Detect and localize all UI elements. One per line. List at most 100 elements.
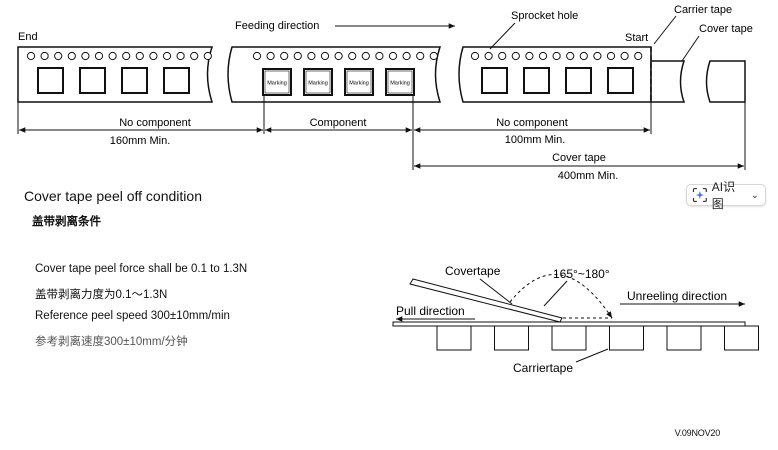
sprocket-hole bbox=[402, 51, 411, 61]
marking-text: Marking bbox=[390, 81, 410, 87]
sprocket-hole bbox=[593, 51, 602, 61]
ai-button-label: AI识图 bbox=[711, 180, 736, 211]
tape-segment-end bbox=[17, 46, 214, 103]
dimension-arrows bbox=[19, 127, 744, 169]
dimension-extension-lines bbox=[17, 95, 746, 170]
carrier-pocket bbox=[436, 325, 472, 351]
sprocket-hole bbox=[81, 51, 90, 61]
marking-text: Marking bbox=[308, 81, 328, 87]
sprocket-hole bbox=[552, 51, 561, 61]
sprocket-hole bbox=[149, 51, 158, 61]
sprocket-hole bbox=[470, 51, 480, 61]
no-component-right-label: No component bbox=[496, 117, 568, 129]
sprocket-hole bbox=[280, 51, 289, 61]
no-component-left-label: No component bbox=[119, 117, 191, 129]
sprocket-hole bbox=[26, 51, 36, 61]
cover-tape-only bbox=[650, 47, 746, 103]
sprocket-hole bbox=[566, 51, 575, 61]
marked-component: Marking bbox=[344, 68, 374, 96]
carriertape-leader bbox=[575, 348, 609, 363]
pull-direction-label: Pull direction bbox=[396, 304, 465, 318]
peeled-cover-tape bbox=[409, 278, 563, 323]
peel-angle-arc bbox=[509, 274, 613, 319]
sprocket-holes-component bbox=[252, 51, 438, 61]
empty-pocket bbox=[523, 67, 550, 94]
sprocket-holes-start bbox=[470, 51, 643, 61]
peel-angle-leader bbox=[543, 280, 568, 307]
sprocket-hole bbox=[538, 51, 548, 61]
peel-condition-title: Cover tape peel off condition bbox=[24, 188, 202, 204]
sprocket-hole bbox=[579, 51, 588, 61]
dim-100-label: 100mm Min. bbox=[505, 134, 566, 146]
dim-160-label: 160mm Min. bbox=[110, 135, 171, 147]
peel-speed-en: Reference peel speed 300±10mm/min bbox=[35, 310, 230, 322]
sprocket-hole bbox=[429, 51, 438, 61]
covertape-label: Covertape bbox=[445, 264, 501, 278]
empty-pocket bbox=[565, 67, 592, 94]
peel-angle-label: 165°~180° bbox=[553, 267, 610, 281]
sprocket-hole bbox=[122, 51, 131, 61]
cover-tape-dim-label: Cover tape bbox=[552, 152, 606, 164]
sprocket-hole bbox=[320, 51, 330, 61]
carrier-pocket bbox=[609, 325, 644, 351]
carrier-pocket bbox=[724, 325, 759, 351]
sprocket-hole bbox=[135, 51, 144, 61]
sprocket-hole bbox=[176, 51, 185, 61]
unreeling-direction-label: Unreeling direction bbox=[627, 289, 727, 303]
carrier-pockets bbox=[436, 325, 759, 351]
tape-segment-start bbox=[458, 46, 652, 103]
marked-component: Marking bbox=[303, 68, 333, 96]
sprocket-hole bbox=[252, 51, 262, 61]
sprocket-hole bbox=[388, 51, 398, 61]
sprocket-hole bbox=[54, 51, 63, 61]
carrier-pocket bbox=[551, 325, 587, 351]
marked-component: Marking bbox=[262, 68, 292, 96]
feeding-direction-label: Feeding direction bbox=[235, 20, 319, 32]
empty-pocket bbox=[607, 67, 634, 94]
sprocket-hole bbox=[620, 51, 629, 61]
carriertape-label: Carriertape bbox=[513, 361, 573, 375]
carrier-tape-leader bbox=[653, 15, 677, 45]
sprocket-hole bbox=[108, 51, 117, 61]
sprocket-hole bbox=[190, 51, 199, 61]
carrier-tape-section bbox=[392, 321, 759, 351]
empty-pocket bbox=[121, 67, 148, 94]
sprocket-hole bbox=[375, 51, 384, 61]
marking-text: Marking bbox=[267, 81, 287, 87]
component-label: Component bbox=[310, 117, 367, 129]
marking-text: Marking bbox=[349, 81, 369, 87]
empty-pocket bbox=[481, 67, 508, 94]
sprocket-hole bbox=[162, 51, 172, 61]
peel-direction-diagram: Covertape 165°~180° Unreeling direction … bbox=[392, 264, 759, 375]
sprocket-hole bbox=[307, 51, 316, 61]
sprocket-hole bbox=[361, 51, 370, 61]
carrier-tape-label: Carrier tape bbox=[674, 4, 732, 16]
sprocket-hole-label: Sprocket hole bbox=[511, 10, 578, 22]
sprocket-hole bbox=[334, 51, 343, 61]
tape-segment-component: Marking Marking Marking Marking bbox=[227, 46, 442, 103]
sprocket-hole bbox=[634, 51, 643, 61]
end-label: End bbox=[18, 31, 38, 43]
cover-tape-leader bbox=[681, 35, 700, 62]
start-label: Start bbox=[625, 32, 648, 44]
sprocket-hole bbox=[606, 51, 616, 61]
sprocket-hole bbox=[348, 51, 357, 61]
sprocket-hole bbox=[94, 51, 104, 61]
sprocket-hole bbox=[266, 51, 275, 61]
sprocket-hole bbox=[203, 51, 212, 61]
sparkle-scan-icon bbox=[692, 188, 707, 202]
peel-condition-title-cn: 盖带剥离条件 bbox=[32, 216, 101, 228]
empty-pocket bbox=[37, 67, 64, 94]
empty-pocket bbox=[79, 67, 106, 94]
sprocket-hole bbox=[40, 51, 49, 61]
dim-400-label: 400mm Min. bbox=[558, 170, 619, 182]
sprocket-hole bbox=[484, 51, 493, 61]
covertape-leader bbox=[479, 278, 513, 305]
sprocket-hole bbox=[67, 51, 76, 61]
ai-image-recognition-button[interactable]: AI识图 ⌄ bbox=[686, 180, 766, 211]
chevron-down-icon: ⌄ bbox=[750, 189, 759, 201]
marked-component: Marking bbox=[385, 68, 415, 96]
sprocket-hole bbox=[416, 51, 425, 61]
peel-force-en: Cover tape peel force shall be 0.1 to 1.… bbox=[35, 263, 248, 275]
sprocket-hole bbox=[293, 51, 302, 61]
